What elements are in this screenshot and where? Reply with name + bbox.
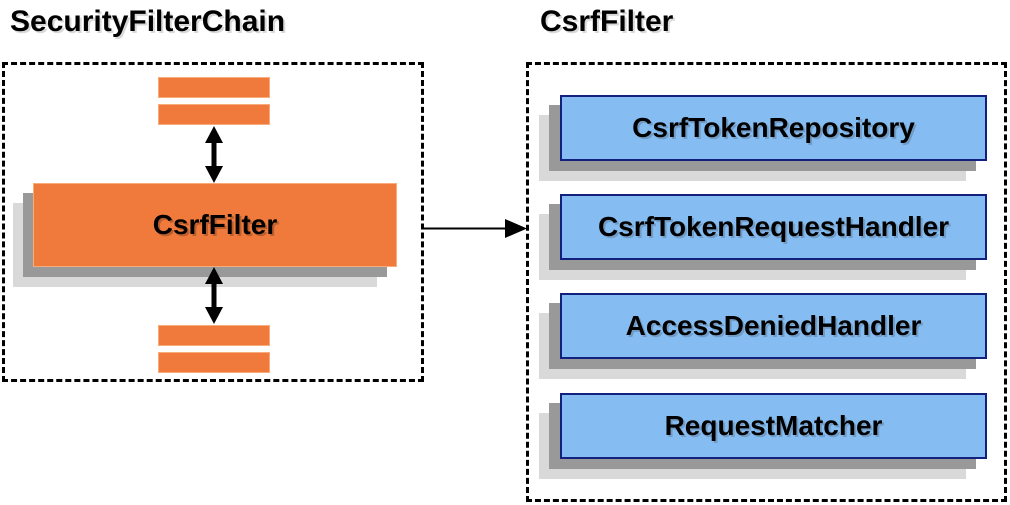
component-box-csrf-token-repository: CsrfTokenRepository [560, 95, 987, 161]
double-arrow-bottom-icon [205, 267, 223, 324]
filter-placeholder-bar-bottom-2 [158, 352, 270, 373]
security-filter-chain-title: SecurityFilterChain [10, 5, 286, 38]
component-label: CsrfTokenRepository [632, 112, 915, 143]
component-label: CsrfTokenRequestHandler [597, 211, 950, 242]
filter-placeholder-bar-bottom-1 [158, 325, 270, 346]
component-box-request-matcher: RequestMatcher [560, 393, 987, 459]
component-label: RequestMatcher [664, 410, 883, 441]
component-label: AccessDeniedHandler [625, 310, 922, 341]
csrf-filter-boundary [526, 62, 1007, 502]
csrf-filter-title: CsrfFilter [540, 5, 674, 38]
filter-placeholder-bar-top-2 [158, 104, 270, 125]
csrf-filter-node-label: CsrfFilter [152, 209, 278, 240]
component-box-csrf-token-request-handler: CsrfTokenRequestHandler [560, 194, 987, 260]
flow-arrow-icon [423, 219, 527, 238]
filter-placeholder-bar-top-1 [158, 77, 270, 98]
component-box-access-denied-handler: AccessDeniedHandler [560, 293, 987, 359]
csrf-filter-node: CsrfFilter [33, 183, 397, 267]
security-filter-chain-boundary [2, 62, 424, 382]
double-arrow-top-icon [205, 126, 223, 183]
